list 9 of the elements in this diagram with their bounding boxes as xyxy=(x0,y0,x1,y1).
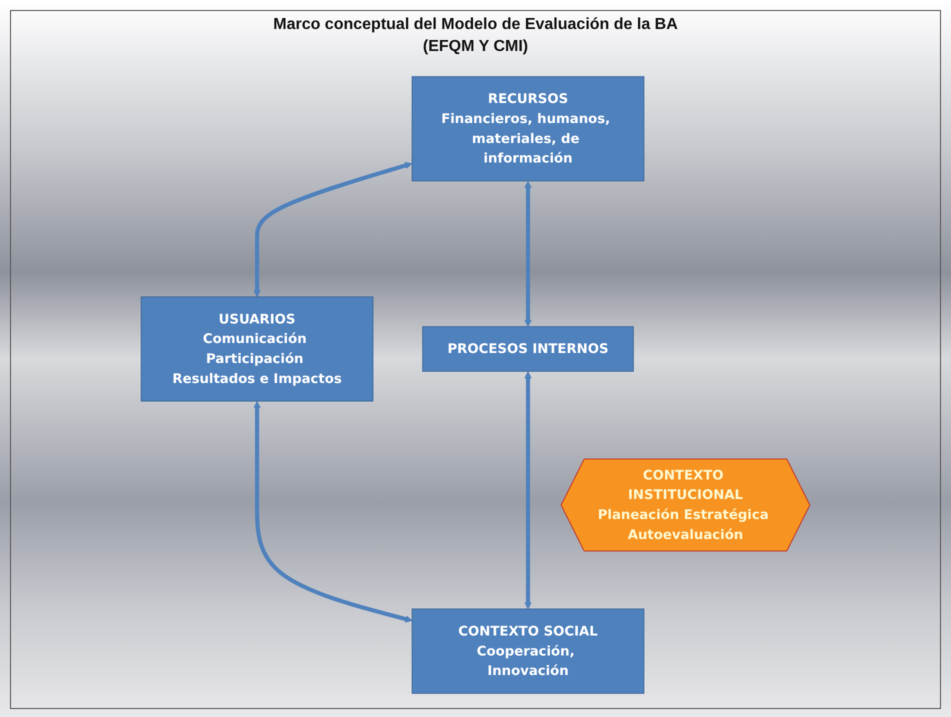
diagram-title: Marco conceptual del Modelo de Evaluación de la BA (EFQM Y CMI) xyxy=(272,15,679,58)
arrow xyxy=(524,180,532,327)
node-box: PROCESOS INTERNOS xyxy=(422,326,634,372)
arrow xyxy=(524,371,532,610)
node-box: RECURSOS Financieros, humanos, materiales, de información xyxy=(412,76,644,182)
node-box: CONTEXTO SOCIAL Cooperación, Innovación xyxy=(412,608,644,694)
node-box: USUARIOS Comunicación Participación Resultados e Impactos xyxy=(140,296,374,402)
arrow xyxy=(253,401,412,623)
arrow xyxy=(253,162,412,298)
